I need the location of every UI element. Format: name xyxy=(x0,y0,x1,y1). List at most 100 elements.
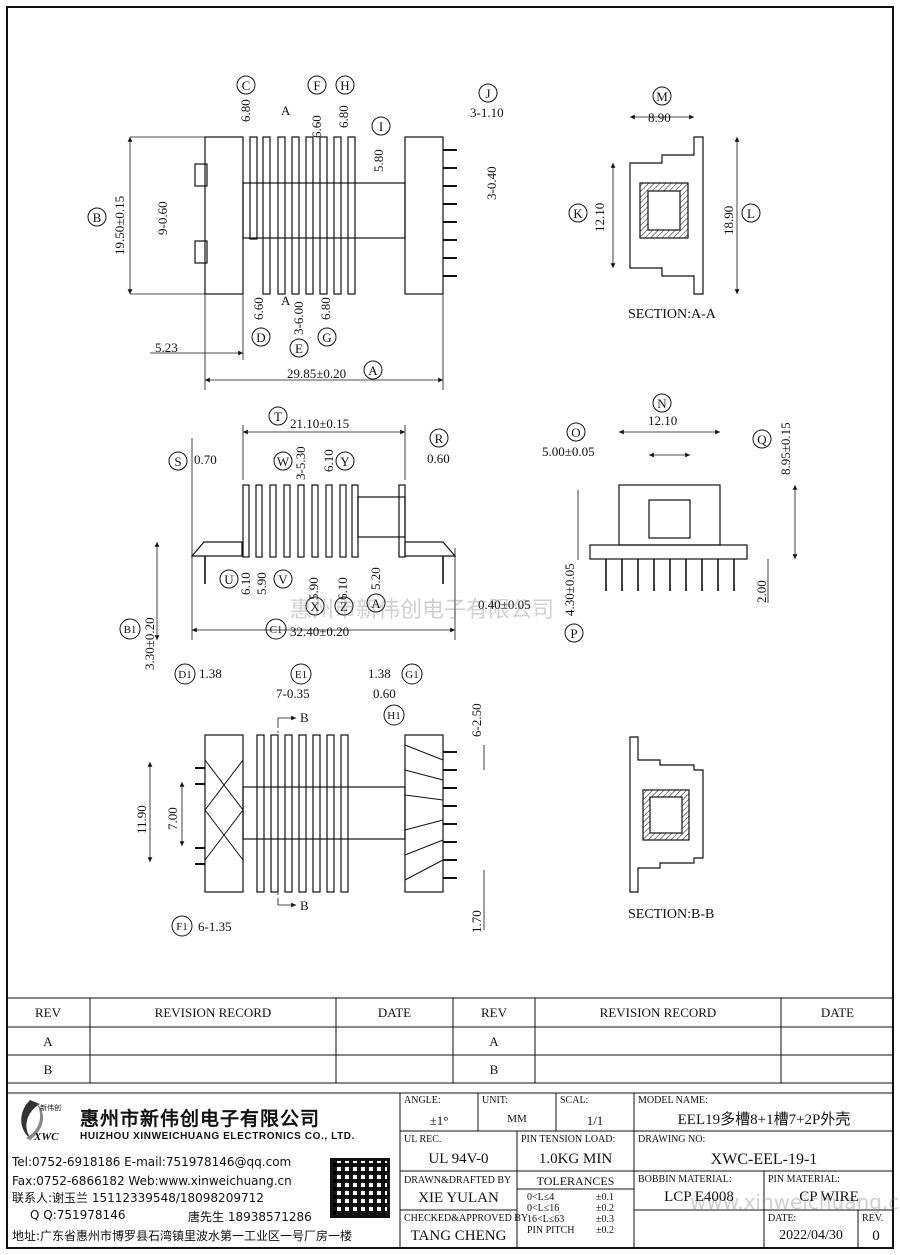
svg-text:B1: B1 xyxy=(124,624,137,636)
svg-text:3.30±0.20: 3.30±0.20 xyxy=(142,617,157,670)
drawing-sheet xyxy=(6,6,894,1249)
watermark-website: www.xinweichuang.cn xyxy=(690,1190,900,1214)
svg-text:S: S xyxy=(174,454,181,469)
svg-text:N: N xyxy=(657,396,667,411)
svg-text:6.10: 6.10 xyxy=(335,577,350,600)
tol-range-4: PIN PITCH xyxy=(527,1225,575,1236)
svg-text:12.10: 12.10 xyxy=(592,203,607,232)
date-label: DATE: xyxy=(768,1213,797,1224)
svg-text:7.00: 7.00 xyxy=(165,807,180,830)
company-qq: Q Q:751978146 xyxy=(30,1208,126,1222)
svg-text:D: D xyxy=(256,330,265,345)
svg-text:5.23: 5.23 xyxy=(155,340,178,355)
svg-text:1.38: 1.38 xyxy=(199,666,222,681)
svg-text:W: W xyxy=(277,454,290,469)
rev-row-a-2: A xyxy=(489,1034,499,1049)
svg-text:I: I xyxy=(379,119,383,134)
angle-label: ANGLE: xyxy=(404,1095,441,1106)
svg-text:6.60: 6.60 xyxy=(309,115,324,138)
company-logo xyxy=(21,1100,44,1140)
svg-text:H1: H1 xyxy=(387,710,400,722)
pin-tension-label: PIN TENSION LOAD: xyxy=(521,1134,616,1145)
top-view xyxy=(127,136,457,390)
logo-text: 新伟创 xyxy=(40,1104,61,1112)
svg-text:J: J xyxy=(485,86,490,101)
svg-text:5.80: 5.80 xyxy=(371,149,386,172)
svg-text:1.70: 1.70 xyxy=(469,910,484,933)
svg-text:X: X xyxy=(310,599,320,614)
svg-text:1.38: 1.38 xyxy=(368,666,391,681)
drawn-label: DRAWN&DRAFTED BY xyxy=(404,1175,512,1186)
bottom-view xyxy=(147,715,485,930)
svg-text:6.80: 6.80 xyxy=(238,99,253,122)
date-header-1: DATE xyxy=(377,1005,412,1020)
date-header-2: DATE xyxy=(820,1005,855,1020)
svg-text:T: T xyxy=(274,409,282,424)
tol-range-1: 0<L≤4 xyxy=(527,1192,555,1203)
svg-text:8.90: 8.90 xyxy=(648,110,671,125)
svg-text:G: G xyxy=(322,330,331,345)
svg-text:D1: D1 xyxy=(178,669,191,681)
svg-text:29.85±0.20: 29.85±0.20 xyxy=(287,366,346,381)
svg-text:F1: F1 xyxy=(176,921,188,933)
svg-text:5.90: 5.90 xyxy=(306,577,321,600)
company-contact: 联系人:谢玉兰 15112339548/18098209712 xyxy=(12,1191,264,1205)
svg-text:SECTION:B-B: SECTION:B-B xyxy=(628,907,714,922)
model-label: MODEL NAME: xyxy=(638,1095,708,1106)
svg-text:6-2.50: 6-2.50 xyxy=(469,703,484,737)
svg-text:0.60: 0.60 xyxy=(373,686,396,701)
svg-text:5.90: 5.90 xyxy=(254,572,269,595)
svg-text:5.20: 5.20 xyxy=(368,567,383,590)
svg-text:Y: Y xyxy=(340,454,350,469)
bobbin-material-label: BOBBIN MATERIAL: xyxy=(638,1174,732,1185)
tol-value-1: ±0.1 xyxy=(596,1192,614,1203)
svg-text:9-0.60: 9-0.60 xyxy=(155,201,170,235)
svg-text:6-1.35: 6-1.35 xyxy=(198,919,232,934)
svg-text:SECTION:A-A: SECTION:A-A xyxy=(628,307,717,322)
drawn-value: XIE YULAN xyxy=(418,1190,499,1206)
tol-value-2: ±0.2 xyxy=(596,1203,614,1214)
front-view xyxy=(154,425,457,640)
section-a-a xyxy=(610,114,740,295)
svg-text:12.10: 12.10 xyxy=(648,413,677,428)
svg-text:5.00±0.05: 5.00±0.05 xyxy=(542,444,595,459)
svg-text:F: F xyxy=(313,78,320,93)
tolerances-label: TOLERANCES xyxy=(536,1174,615,1188)
pin-tension-value: 1.0KG MIN xyxy=(538,1151,613,1167)
rev-row-b-1: B xyxy=(43,1062,53,1077)
model-value: EEL19多槽8+1槽7+2P外壳 xyxy=(677,1112,851,1128)
revision-record-header-1: REVISION RECORD xyxy=(154,1005,272,1020)
svg-text:Z: Z xyxy=(340,599,348,614)
ul-label: UL REC. xyxy=(404,1134,442,1145)
svg-text:H: H xyxy=(340,78,349,93)
ul-value: UL 94V-0 xyxy=(428,1151,489,1167)
tol-value-3: ±0.3 xyxy=(596,1214,614,1225)
svg-text:B: B xyxy=(300,710,309,725)
checked-value: TANG CHENG xyxy=(410,1228,507,1244)
svg-text:18.90: 18.90 xyxy=(721,206,736,235)
svg-text:3-0.40: 3-0.40 xyxy=(484,166,499,200)
company-address: 地址:广东省惠州市博罗县石湾镇里波水第一工业区一号厂房一楼 xyxy=(12,1229,353,1243)
title-block-lines xyxy=(6,997,894,1249)
svg-text:C: C xyxy=(242,78,251,93)
svg-text:A: A xyxy=(368,363,378,378)
company-name-cn: 惠州市新伟创电子有限公司 xyxy=(80,1109,321,1130)
svg-text:E1: E1 xyxy=(295,669,307,681)
drawing-no-value: XWC-EEL-19-1 xyxy=(710,1151,818,1168)
svg-text:19.50±0.15: 19.50±0.15 xyxy=(112,196,127,255)
tol-range-3: 16<L≤63 xyxy=(527,1214,565,1225)
pin-material-value: CP WIRE xyxy=(799,1189,859,1205)
revision-record-header-2: REVISION RECORD xyxy=(599,1005,717,1020)
bottom-view-labels: D1 1.38 E1 7-0.35 1.38 G1 0.60 H1 B B 6-… xyxy=(134,663,484,937)
svg-text:B: B xyxy=(93,210,102,225)
svg-text:6.10: 6.10 xyxy=(321,449,336,472)
rev-label: REV. xyxy=(862,1213,884,1224)
svg-text:21.10±0.15: 21.10±0.15 xyxy=(290,416,349,431)
side-view-labels: N 12.10 O 5.00±0.05 Q 8.95±0.15 4.30±0.0… xyxy=(542,393,793,643)
tol-range-2: 0<L≤16 xyxy=(527,1203,560,1214)
pin-material-label: PIN MATERIAL: xyxy=(768,1174,840,1185)
rev-row-a-1: A xyxy=(43,1034,53,1049)
company-fax: Fax:0752-6866182 Web:www.xinweichuang.cn xyxy=(12,1174,292,1188)
svg-text:A: A xyxy=(281,293,291,308)
